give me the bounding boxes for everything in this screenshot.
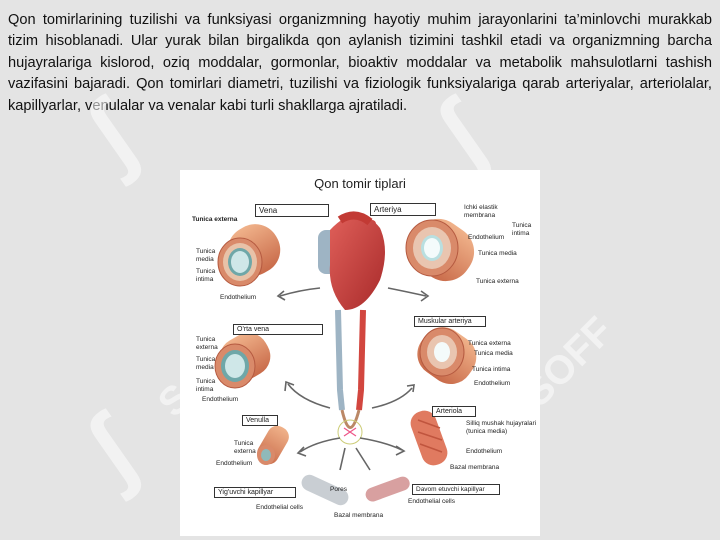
arteriole-illustration — [410, 410, 448, 466]
label-ichki-elastik: Ichki elastik membrana — [464, 204, 498, 219]
blood-vessel-diagram: Qon tomir tiplari — [180, 170, 540, 536]
label-box-vena: Vena — [255, 204, 329, 217]
watermark-logo: ʃ — [66, 396, 155, 503]
label-endothelium-muscular: Endothelium — [474, 380, 511, 387]
muscular-artery-illustration — [417, 327, 477, 385]
label-tunica-media-vein: Tunica media — [196, 248, 216, 263]
venule-illustration — [257, 425, 289, 465]
label-tunica-externa-venule: Tunica externa — [234, 440, 256, 455]
label-endothelial-cells-left: Endothelial cells — [256, 504, 303, 511]
label-tunica-externa-medium-vein: Tunica externa — [196, 336, 218, 351]
label-box-arteriola: Arteriola — [432, 406, 476, 417]
diagram-artwork — [214, 211, 477, 506]
label-box-orta-vena: O'rta vena — [233, 324, 323, 335]
label-box-arteriya: Arteriya — [370, 203, 436, 216]
label-tunica-media-medium-vein: Tunica media — [196, 356, 216, 371]
figure-title: Qon tomir tiplari — [314, 176, 406, 191]
intro-paragraph: Qon tomirlarining tuzilishi va funksiyas… — [8, 12, 712, 114]
vessel-chain — [335, 309, 366, 445]
label-tunica-intima-muscular: Tunica intima — [472, 366, 511, 373]
label-box-yiguvchi-kapillyar: Yig'uvchi kapillyar — [214, 487, 296, 498]
label-endothelium-artery: Endothelium — [468, 234, 505, 241]
label-tunica-intima-vein: Tunica intima — [196, 268, 216, 283]
label-endothelium-arteriole: Endothelium — [466, 448, 503, 455]
label-silliq-mushak: Silliq mushak hujayralari (tunica media) — [466, 420, 537, 435]
label-tunica-intima-artery: Tunica intima — [512, 222, 532, 237]
artery-illustration — [405, 218, 475, 282]
label-tunica-intima-medium-vein: Tunica intima — [196, 378, 216, 393]
label-tunica-externa-artery: Tunica externa — [476, 278, 519, 285]
label-endothelium-venule: Endothelium — [216, 460, 253, 467]
label-bazal-membrana-arteriole: Bazal membrana — [450, 464, 500, 471]
medium-vein-illustration — [214, 332, 271, 389]
label-box-muskular-arteriya: Muskular arteriya — [414, 316, 486, 327]
label-box-davom-etuvchi-kapillyar: Davom etuvchi kapillyar — [412, 484, 500, 495]
vein-illustration — [217, 224, 281, 287]
label-tunica-externa-vein: Tunica externa — [192, 216, 238, 223]
label-bazal-membrana-capillary: Bazal membrana — [334, 512, 384, 519]
label-pores: Pores — [330, 486, 347, 493]
label-endothelium-vein: Endothelium — [220, 294, 257, 301]
label-tunica-media-artery: Tunica media — [478, 250, 517, 257]
label-tunica-externa-muscular: Tunica externa — [468, 340, 511, 347]
flow-arrows — [276, 287, 430, 471]
label-tunica-media-muscular: Tunica media — [474, 350, 513, 357]
label-endothelial-cells-right: Endothelial cells — [408, 498, 455, 505]
label-box-venulla: Venulla — [242, 415, 278, 426]
capillary-illustration — [301, 474, 410, 506]
heart-illustration — [318, 211, 385, 310]
label-endothelium-medium-vein: Endothelium — [202, 396, 239, 403]
